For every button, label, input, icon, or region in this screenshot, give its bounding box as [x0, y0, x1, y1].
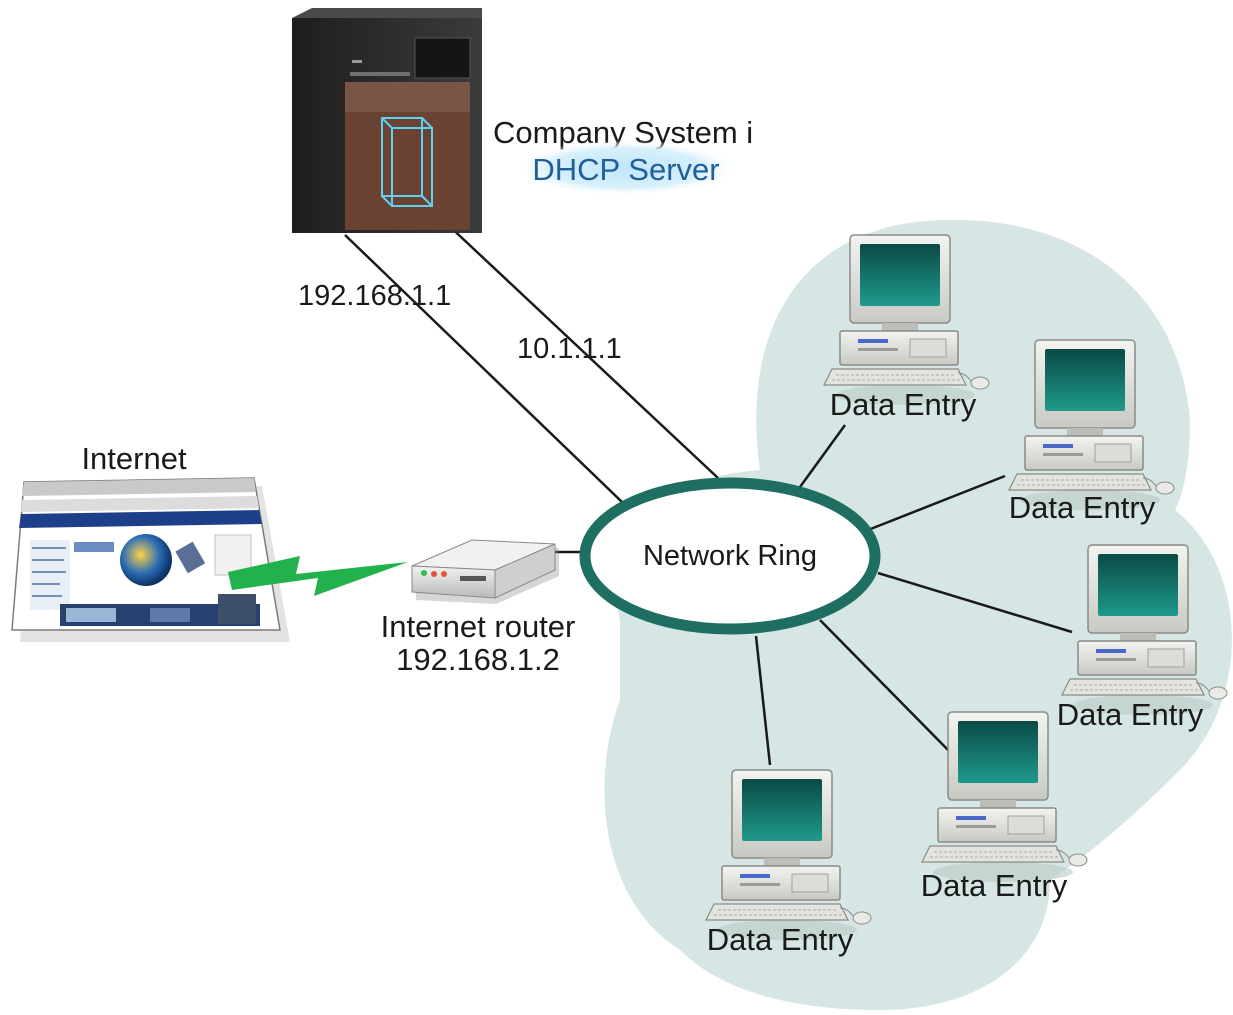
link-client-3 — [877, 571, 1073, 634]
dhcp-glow — [514, 140, 738, 196]
server-ip-1: 192.168.1.1 — [298, 280, 451, 312]
link-client-5 — [754, 635, 772, 766]
server-ip-2: 10.1.1.1 — [517, 333, 622, 365]
network-ring — [579, 477, 881, 635]
network-ring-label: Network Ring — [643, 540, 817, 572]
internet-browser-icon — [11, 477, 290, 642]
client-2-label: Data Entry — [1009, 490, 1156, 525]
client-5: Data Entry — [705, 769, 872, 957]
links — [344, 221, 1073, 766]
client-3-label: Data Entry — [1057, 697, 1204, 732]
client-2: Data Entry — [1008, 339, 1175, 525]
router-label: Internet router — [381, 609, 576, 644]
client-1-label: Data Entry — [830, 387, 977, 422]
server-icon — [292, 8, 482, 233]
link-client-2 — [867, 474, 1006, 532]
client-5-label: Data Entry — [707, 922, 854, 957]
wan-bolt-icon — [228, 556, 408, 596]
server-role: DHCP Server — [532, 152, 719, 187]
client-3: Data Entry — [1057, 544, 1228, 732]
client-4-label: Data Entry — [921, 868, 1068, 903]
internet-label: Internet — [81, 441, 187, 476]
link-client-4 — [819, 619, 951, 753]
router-ip: 192.168.1.2 — [396, 642, 560, 677]
client-4: Data Entry — [921, 711, 1088, 903]
client-1: Data Entry — [823, 234, 990, 422]
link-client-1 — [798, 424, 847, 488]
link-server-ip1 — [344, 234, 623, 503]
link-server-ip2 — [444, 221, 719, 479]
router-icon — [411, 539, 559, 604]
